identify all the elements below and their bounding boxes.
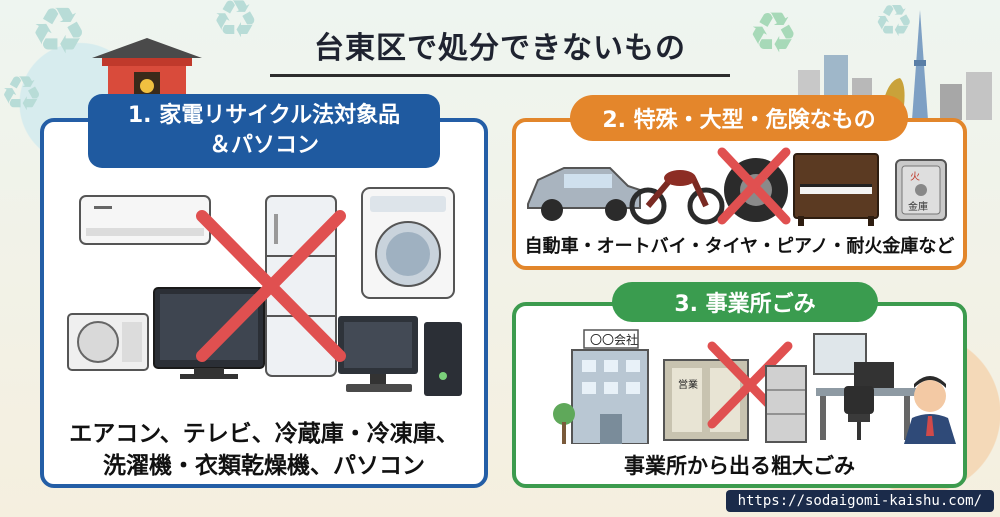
section-appliances-caption: エアコン、テレビ、冷蔵庫・冷凍庫、 洗濯機・衣類乾燥機、パソコン bbox=[44, 418, 484, 482]
special-items-illustration: 火 金庫 bbox=[527, 147, 947, 226]
business-waste-illustration: 〇〇会社 営業 bbox=[553, 329, 956, 444]
section-special-caption: 自動車・オートバイ・タイヤ・ピアノ・耐火金庫など bbox=[524, 236, 955, 257]
prohibited-cross-icon bbox=[717, 147, 791, 225]
section-appliances-title: 1. 家電リサイクル法対象品 bbox=[127, 103, 401, 128]
computer-icon bbox=[338, 316, 462, 396]
section-business-heading: 3. 事業所ごみ bbox=[612, 282, 878, 322]
recycle-icon: ♻ bbox=[748, 1, 799, 66]
caption-line-2: 洗濯機・衣類乾燥機、パソコン bbox=[103, 453, 425, 479]
appliances-illustration bbox=[67, 187, 462, 396]
motorcycle-icon bbox=[629, 170, 725, 225]
section-business-caption: 事業所から出る粗大ごみ bbox=[624, 454, 855, 478]
recycle-icon: ♻ bbox=[30, 0, 88, 69]
washing-machine-icon bbox=[361, 187, 455, 299]
building-sign-label: 〇〇会社 bbox=[590, 332, 638, 347]
title-underline bbox=[270, 74, 730, 77]
office-building-icon: 〇〇会社 bbox=[571, 329, 649, 444]
fireproof-safe-icon: 火 金庫 bbox=[895, 159, 947, 221]
recycle-icon: ♻ bbox=[212, 0, 259, 50]
recycle-icon: ♻ bbox=[0, 66, 44, 122]
television-icon bbox=[153, 287, 265, 379]
piano-icon bbox=[793, 153, 879, 226]
safe-fire-label: 火 bbox=[910, 171, 920, 183]
air-conditioner-icon bbox=[79, 195, 211, 245]
prohibited-cross-icon bbox=[196, 210, 346, 362]
section-special-heading: 2. 特殊・大型・危険なもの bbox=[570, 95, 908, 141]
page-title: 台東区で処分できないもの bbox=[314, 31, 686, 66]
outdoor-ac-unit-icon bbox=[67, 313, 149, 371]
tree-icon bbox=[553, 403, 575, 444]
office-chair-icon bbox=[844, 386, 874, 440]
footer-url[interactable]: https://sodaigomi-kaishu.com/ bbox=[725, 490, 994, 512]
section-appliances-heading: 1. 家電リサイクル法対象品 ＆パソコン bbox=[88, 94, 440, 168]
office-worker-icon bbox=[904, 376, 956, 444]
safe-label: 金庫 bbox=[908, 200, 928, 213]
door-sign-label: 営業 bbox=[678, 378, 698, 391]
car-icon bbox=[527, 167, 641, 221]
filing-cabinet-icon bbox=[765, 365, 807, 443]
caption-line-1: エアコン、テレビ、冷蔵庫・冷凍庫、 bbox=[69, 421, 459, 447]
recycle-icon: ♻ bbox=[874, 0, 914, 47]
section-appliances-subtitle: ＆パソコン bbox=[208, 133, 319, 158]
